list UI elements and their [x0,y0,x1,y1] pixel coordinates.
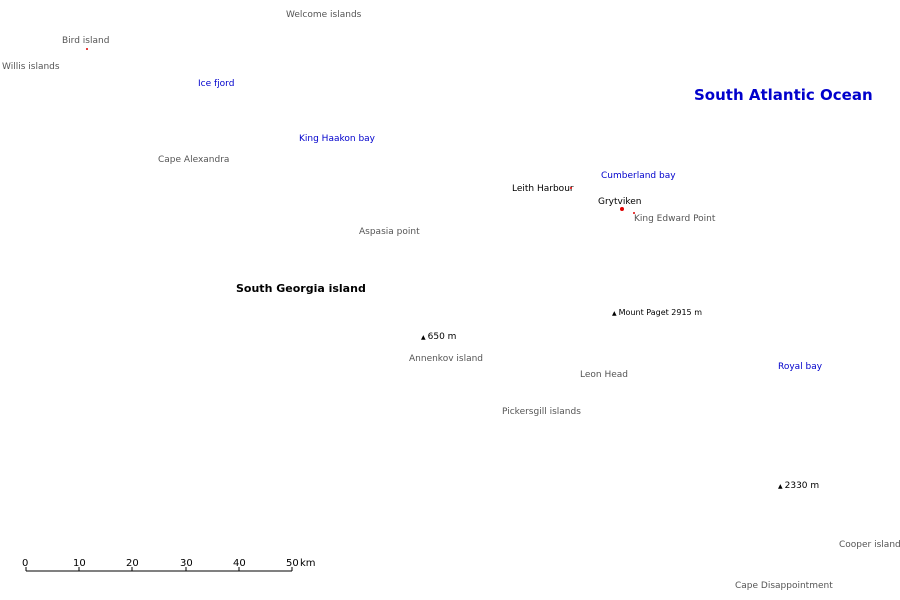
scale-unit: km [300,558,316,569]
label-aspasia-point: Aspasia point [359,227,420,237]
scale-label-20: 20 [126,558,139,569]
label-willis-islands: Willis islands [2,62,60,72]
scale-label-50: 50 [286,558,299,569]
label-annenkov-island: Annenkov island [409,354,484,364]
label-leon-head: Leon Head [580,370,628,380]
label-south-atlantic-ocean: South Atlantic Ocean [694,86,873,104]
leith-harbour-marker [570,187,572,189]
label-pickersgill-islands: Pickersgill islands [502,407,581,417]
label-welcome-islands: Welcome islands [286,10,362,20]
bird-island-marker [86,48,88,50]
label-bird-island: Bird island [62,36,110,46]
peak-2330-text: 2330 m [784,481,820,491]
label-cape-disappointment: Cape Disappointment [735,581,833,591]
scale-label-40: 40 [233,558,246,569]
label-mount-paget: ▲Mount Paget 2915 m [612,307,702,319]
label-leith-harbour: Leith Harbour [512,184,574,194]
label-south-georgia-island: South Georgia island [236,282,366,295]
scale-label-0: 0 [22,558,29,569]
scale-label-10: 10 [73,558,86,569]
king-edward-point-marker [633,212,635,214]
peak-icon: ▲ [778,483,783,490]
label-royal-bay: Royal bay [778,362,823,372]
peak-650-text: 650 m [427,332,457,342]
label-ice-fjord: Ice fjord [198,79,235,89]
grytviken-marker [620,207,624,211]
label-peak-650: ▲650 m [421,332,456,343]
label-cooper-island: Cooper island [839,540,900,550]
label-peak-2330: ▲2330 m [778,481,819,492]
label-cumberland-bay: Cumberland bay [601,171,676,181]
label-king-edward-point: King Edward Point [634,214,716,224]
scale-label-30: 30 [180,558,193,569]
label-cape-alexandra: Cape Alexandra [158,155,230,165]
mount-paget-text: Mount Paget 2915 m [618,308,702,317]
peak-icon: ▲ [612,310,617,317]
label-king-haakon-bay: King Haakon bay [299,134,375,144]
peak-icon: ▲ [421,334,426,341]
label-grytviken: Grytviken [598,197,642,207]
